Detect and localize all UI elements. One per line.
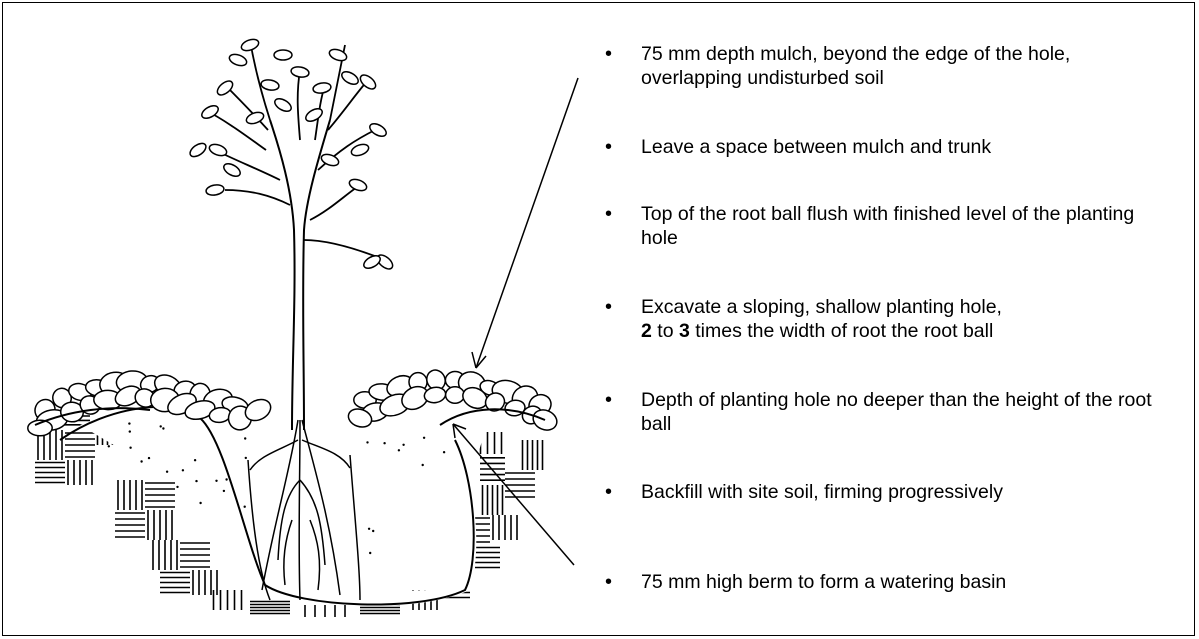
soil-hatch-block xyxy=(483,485,503,515)
mulch-stone xyxy=(446,387,465,404)
stipple-dot xyxy=(128,422,130,424)
stipple-dot xyxy=(182,469,184,471)
soil-hatch-block xyxy=(148,510,172,540)
leaf xyxy=(222,161,243,179)
stipple-dot xyxy=(225,478,227,480)
leaf xyxy=(274,50,292,60)
soil-hatch-block xyxy=(475,548,500,568)
stipple-dot xyxy=(402,444,404,446)
stipple-dot xyxy=(108,445,110,447)
note-mulch-depth: 75 mm depth mulch, beyond the edge of th… xyxy=(605,42,1175,90)
soil-hatch-block xyxy=(250,602,290,614)
soil-hatch-block xyxy=(145,483,175,507)
note-backfill: Backfill with site soil, firming progres… xyxy=(605,480,1175,504)
leaf xyxy=(240,37,260,53)
leaf xyxy=(348,177,368,193)
soil-hatch-block xyxy=(180,543,210,567)
stipple-dot xyxy=(140,460,142,462)
leaf xyxy=(205,184,224,197)
stipple-dot xyxy=(148,457,150,459)
stipple-dot xyxy=(366,441,368,443)
soil-hatch-block xyxy=(305,605,345,617)
stipple-dot xyxy=(422,464,424,466)
note-root-ball-top: Top of the root ball flush with finished… xyxy=(605,202,1175,250)
note-excavate-post: times the width of root the root ball xyxy=(690,320,994,342)
stipple-dot xyxy=(244,437,246,439)
note-excavate-hole: Excavate a sloping, shallow planting hol… xyxy=(605,295,1175,343)
soil-hatch-block xyxy=(68,460,92,485)
stipple-dot xyxy=(398,449,400,451)
soil-hatch-block xyxy=(160,573,190,593)
stipple-dot xyxy=(215,480,217,482)
soil-hatch-block xyxy=(153,540,177,570)
tree-leaves xyxy=(188,37,395,271)
note-excavate-min: 2 xyxy=(641,320,652,342)
leaf xyxy=(350,142,370,158)
leaf xyxy=(312,82,331,95)
stipple-dot xyxy=(129,430,131,432)
soil-hatch-block xyxy=(523,440,543,470)
leaf xyxy=(260,79,279,92)
leaf xyxy=(368,121,389,139)
leaf xyxy=(273,96,294,114)
stipple-dot xyxy=(195,480,197,482)
note-hole-depth: Depth of planting hole no deeper than th… xyxy=(605,388,1175,436)
stipple-dot xyxy=(383,442,385,444)
leaf xyxy=(304,106,325,124)
stipple-dot xyxy=(162,427,164,429)
stipple-dot xyxy=(443,451,445,453)
note-berm: 75 mm high berm to form a watering basin xyxy=(605,570,1175,594)
soil-hatch-block xyxy=(65,433,95,457)
stipple-dot xyxy=(166,471,168,473)
leaf xyxy=(290,66,309,79)
leaf xyxy=(340,69,361,87)
soil-hatch-block xyxy=(35,463,65,483)
soil-hatch-block xyxy=(118,480,142,510)
leaf xyxy=(200,103,221,121)
leaf xyxy=(215,78,235,97)
note-mulch-space: Leave a space between mulch and trunk xyxy=(605,135,1175,159)
leaf xyxy=(188,141,208,160)
root-ball xyxy=(248,420,360,600)
leaf xyxy=(328,47,348,63)
leaf xyxy=(208,142,228,158)
leaf xyxy=(228,52,248,68)
note-excavate-max: 3 xyxy=(679,320,690,342)
stipple-dot xyxy=(223,490,225,492)
stipple-dot xyxy=(368,528,370,530)
stipple-dot xyxy=(244,506,246,508)
stipple-dot xyxy=(372,530,374,532)
stipple-dot xyxy=(245,457,247,459)
note-excavate-mid: to xyxy=(652,320,679,342)
stipple-dot xyxy=(160,425,162,427)
stipple-dot xyxy=(369,552,371,554)
note-excavate-text: Excavate a sloping, shallow planting hol… xyxy=(641,296,1002,318)
soil-hatch-block xyxy=(115,513,145,537)
stipple-dot xyxy=(199,502,201,504)
stipple-dot xyxy=(194,459,196,461)
soil-hatch-block xyxy=(505,473,535,497)
soil-hatch-block xyxy=(493,515,517,540)
stipple-dot xyxy=(129,447,131,449)
leader-line-mulch xyxy=(476,78,578,368)
leaf xyxy=(362,253,383,271)
stipple-dot xyxy=(423,437,425,439)
stipple-dot xyxy=(176,486,178,488)
